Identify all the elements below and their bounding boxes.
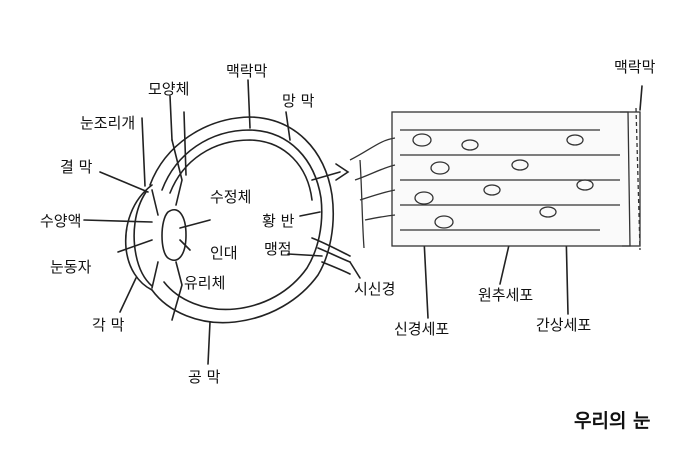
label-conjunctiva: 결 막 [60,158,93,176]
label-ciliary-muscle: 눈조리개 [80,114,136,132]
lens-outline [161,209,187,261]
label-vitreous: 유리체 [184,274,226,292]
label-choroid-right: 맥락막 [614,58,656,76]
label-pupil: 눈동자 [50,258,92,276]
detail-arrow [311,171,341,181]
label-nerve-cell: 신경세포 [394,320,450,338]
choroid-layer [161,129,323,311]
cornea-outline [124,184,153,291]
label-aqueous-humor: 수양액 [40,212,82,230]
label-blind-spot: 맹점 [264,240,292,258]
label-rod-cell: 간상세포 [536,316,592,334]
ciliary-body [171,139,183,321]
label-choroid-top: 맥락막 [226,62,268,80]
label-retina: 망 막 [282,92,315,110]
label-cornea: 각 막 [92,316,125,334]
optic-nerve [311,237,351,275]
label-ciliary-body: 모양체 [148,80,190,98]
iris-outline [151,189,159,289]
figure-caption: 우리의 눈 [574,410,651,432]
label-lens: 수정체 [210,188,252,206]
label-cone-cell: 원추세포 [478,286,534,304]
retina-detail [349,107,641,251]
label-sclera: 공 막 [188,368,221,386]
label-zonule: 인대 [210,244,238,262]
label-optic-nerve: 시신경 [354,280,396,298]
label-macula: 황 반 [262,212,295,230]
sclera-outline [149,116,335,324]
